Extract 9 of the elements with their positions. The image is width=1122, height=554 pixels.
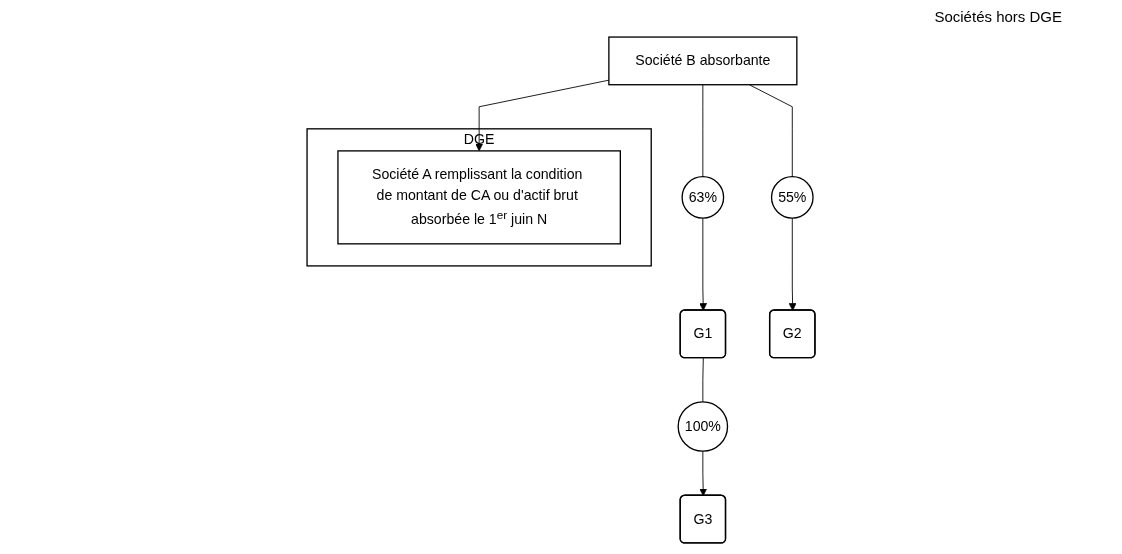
column-heading: Sociétés hors DGE	[934, 8, 1062, 25]
node-circle: 55%	[770, 175, 814, 219]
node-box: Société B absorbante	[608, 36, 798, 86]
node-box: Société A remplissant la condition de montant de CA ou d'actif brut absorbée le 1$^{er}$ juin N	[337, 150, 621, 245]
connector	[702, 357, 704, 403]
connector	[702, 84, 704, 178]
node-circle: 100%	[677, 401, 729, 452]
node-circle: 63%	[681, 175, 725, 219]
connector	[748, 84, 793, 178]
